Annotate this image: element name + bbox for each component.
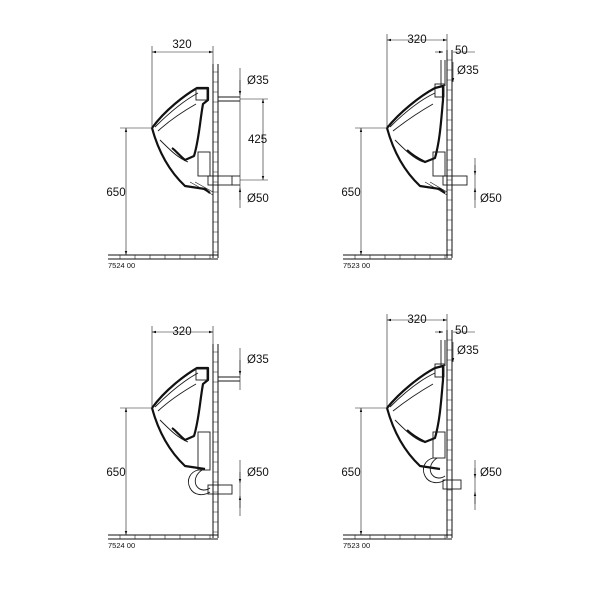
wall-section bbox=[212, 344, 219, 538]
floor-line bbox=[108, 534, 218, 540]
width-dimension-label: 320 bbox=[172, 39, 191, 51]
height-dimension-label: 650 bbox=[341, 467, 360, 479]
width-dimension-label: 320 bbox=[407, 314, 426, 326]
floor-line bbox=[343, 534, 452, 540]
height-dimension-label: 650 bbox=[106, 187, 125, 199]
pipe-fittings bbox=[189, 96, 240, 196]
drain-diameter-label: Ø50 bbox=[480, 467, 502, 479]
urinal-bowl bbox=[150, 86, 211, 194]
dimension-lines bbox=[120, 46, 268, 255]
height-dimension-label: 650 bbox=[341, 187, 360, 199]
drain-diameter-label: Ø50 bbox=[247, 193, 269, 205]
urinal-bowl bbox=[150, 366, 210, 471]
drain-diameter-label: Ø50 bbox=[480, 193, 502, 205]
dimension-lines bbox=[120, 326, 242, 535]
model-code: 7523 00 bbox=[343, 541, 370, 550]
height-dimension-label: 650 bbox=[106, 467, 125, 479]
model-code: 7523 00 bbox=[343, 261, 370, 270]
floor-line bbox=[343, 254, 452, 260]
model-code: 7524 00 bbox=[108, 541, 135, 550]
drawing-top-left: 320 Ø35 425 650 Ø50 7524 00 bbox=[106, 39, 268, 270]
siphon-trap bbox=[187, 376, 240, 496]
upper-pipe-diameter-label: Ø35 bbox=[247, 75, 269, 87]
drawing-bottom-left: 320 Ø35 650 Ø50 7524 00 bbox=[106, 326, 269, 550]
offset-dimension-label: 50 bbox=[455, 325, 468, 337]
drain-diameter-label: Ø50 bbox=[247, 467, 269, 479]
offset-dimension-label: 50 bbox=[455, 45, 468, 57]
urinal-bowl bbox=[385, 363, 445, 471]
width-dimension-label: 320 bbox=[407, 34, 426, 46]
drawing-top-right: 320 50 Ø35 650 Ø50 7523 00 bbox=[341, 34, 502, 270]
floor-line bbox=[108, 254, 218, 260]
upper-pipe-diameter-label: Ø35 bbox=[457, 345, 479, 357]
spacing-dimension-label: 425 bbox=[248, 134, 267, 146]
pipe-fittings bbox=[424, 60, 468, 196]
drawing-bottom-right: 320 50 Ø35 650 Ø50 7523 00 bbox=[341, 314, 502, 550]
width-dimension-label: 320 bbox=[172, 326, 191, 338]
dimension-lines bbox=[355, 34, 477, 255]
wall-section bbox=[446, 330, 453, 538]
wall-section bbox=[446, 50, 453, 258]
dimension-lines bbox=[355, 314, 477, 535]
wall-section bbox=[212, 64, 219, 258]
upper-pipe-diameter-label: Ø35 bbox=[457, 65, 479, 77]
model-code: 7524 00 bbox=[108, 261, 135, 270]
upper-pipe-diameter-label: Ø35 bbox=[247, 354, 269, 366]
siphon-trap bbox=[422, 340, 462, 490]
urinal-bowl bbox=[385, 83, 446, 194]
